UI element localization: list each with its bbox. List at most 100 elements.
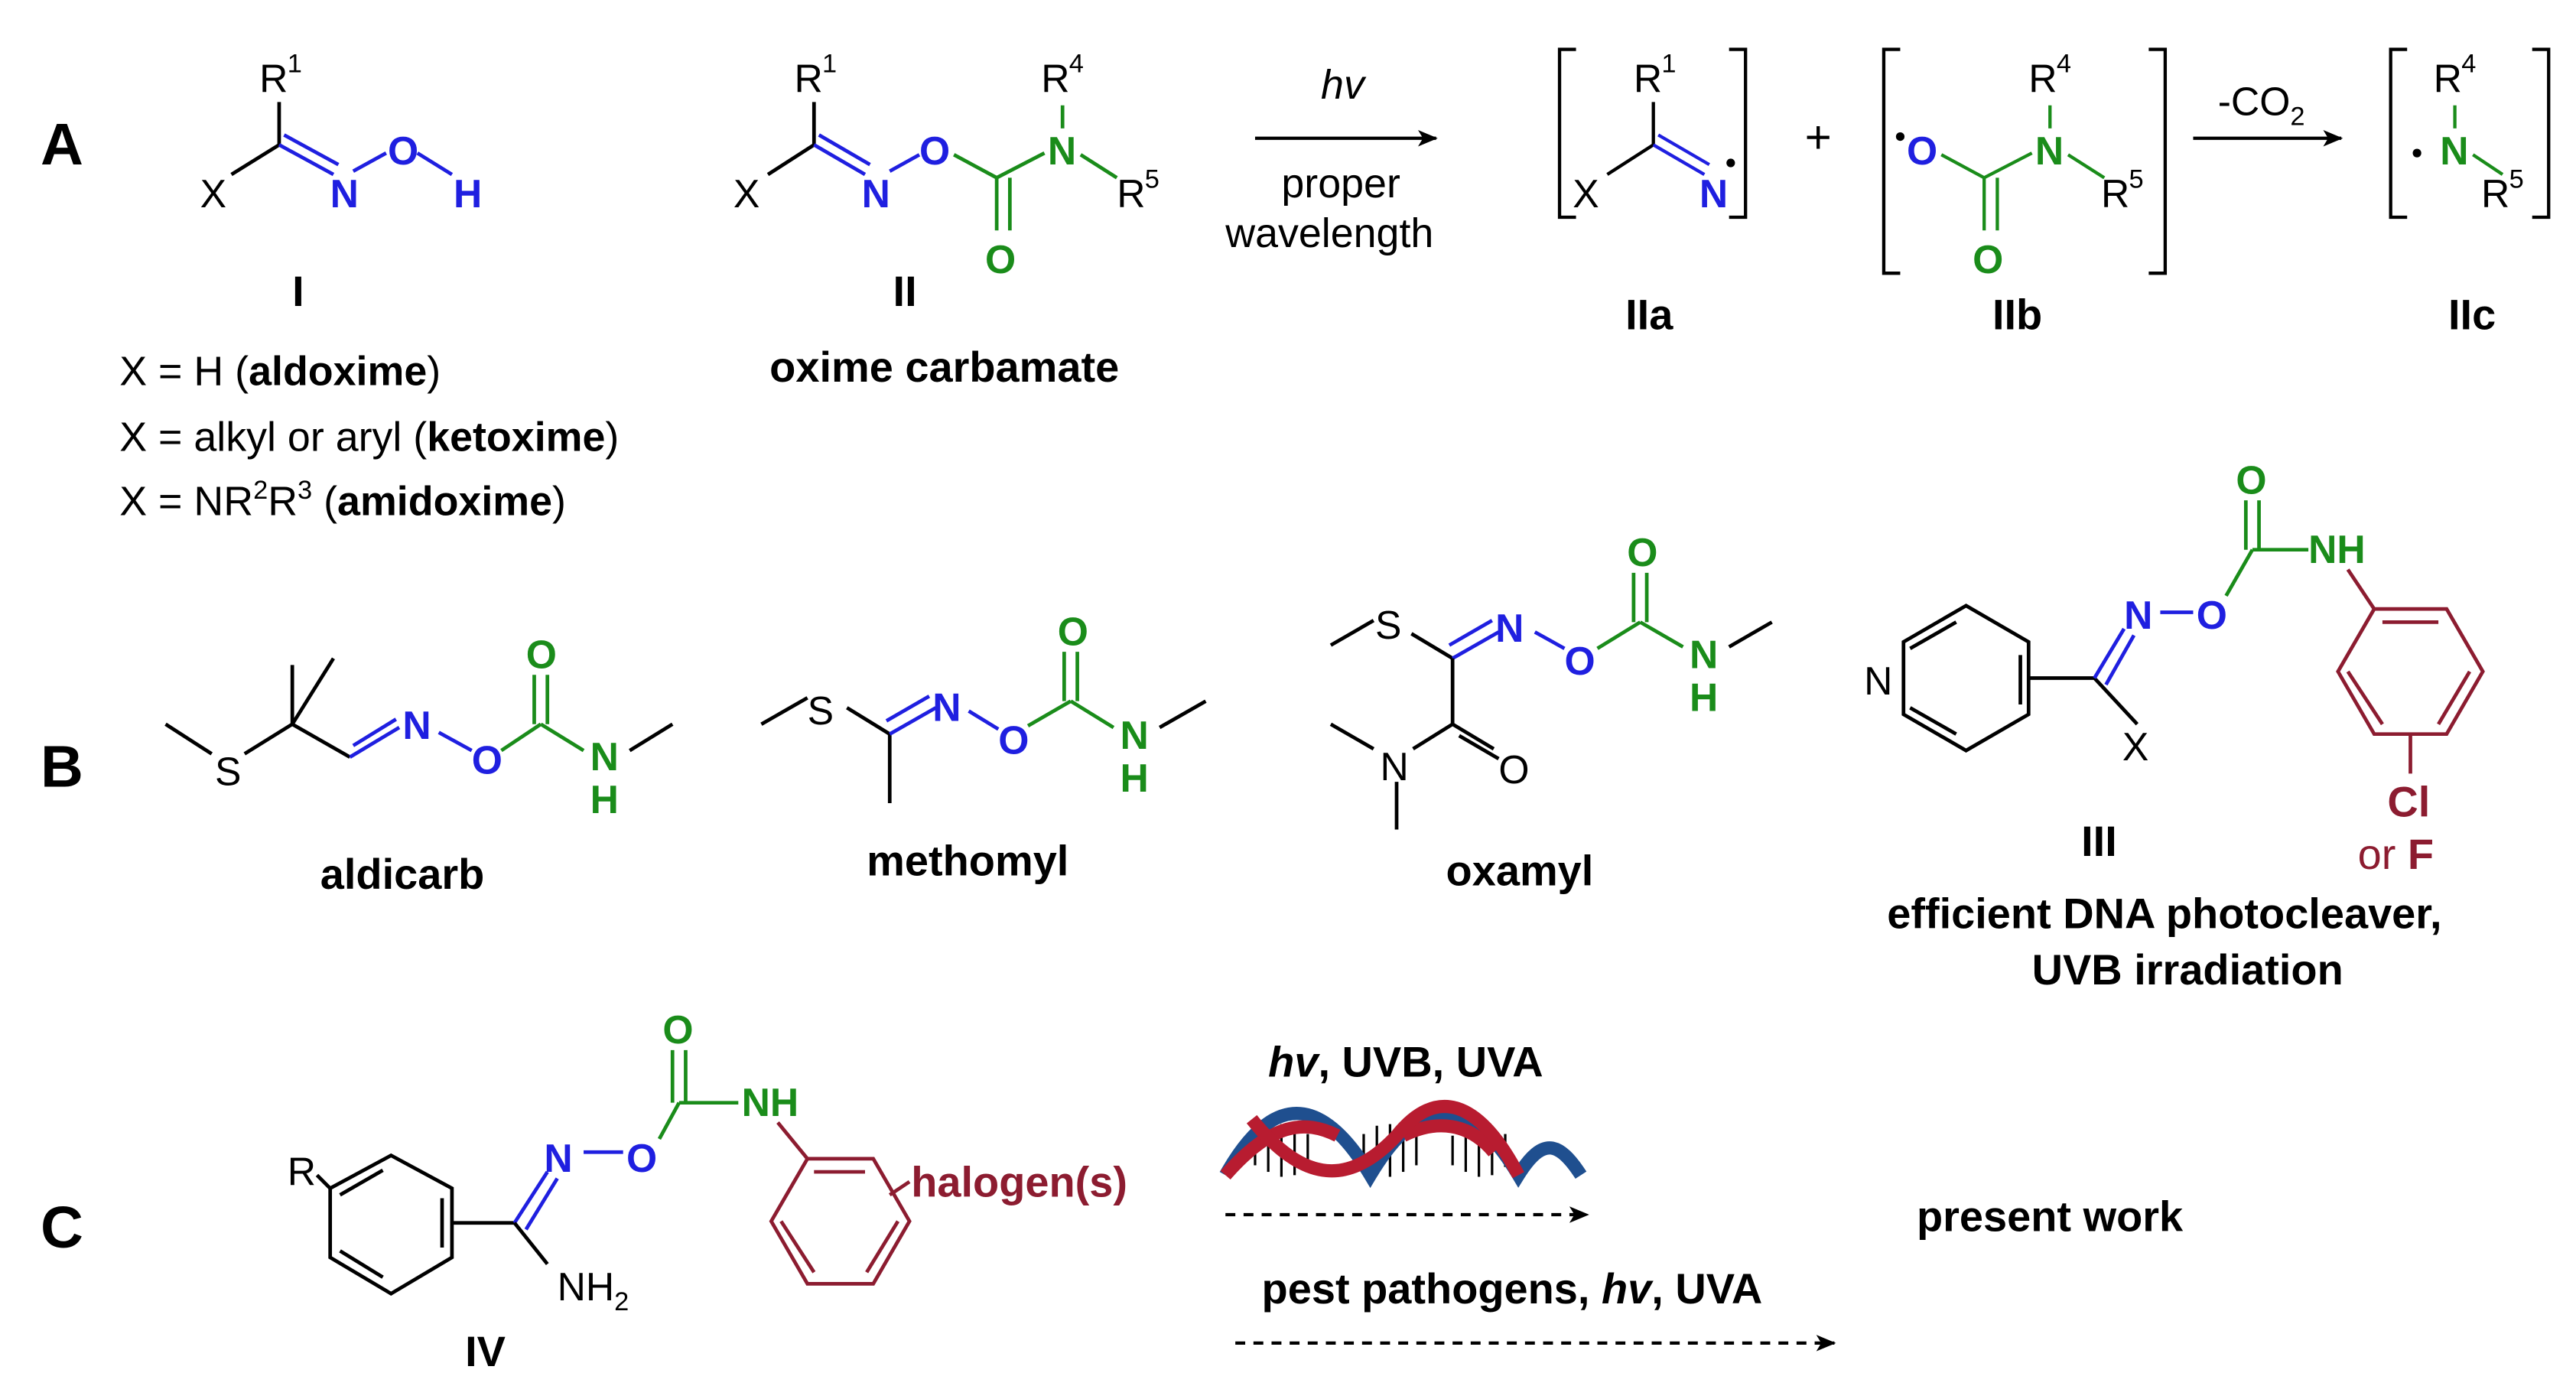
III-Cl: Cl bbox=[2387, 777, 2430, 825]
structure-methomyl bbox=[760, 652, 1207, 804]
aldicarb-N: N bbox=[402, 703, 431, 747]
structure-aldicarb bbox=[164, 657, 674, 759]
II-R5-sup: 5 bbox=[1145, 164, 1160, 194]
IIc-R5: R bbox=[2481, 171, 2509, 216]
structure-II bbox=[766, 102, 1118, 231]
IV-halogen: halogen(s) bbox=[911, 1157, 1127, 1205]
x-definition-amidoxime: X = NR2R3 (amidoxime) bbox=[119, 476, 566, 525]
label-IV: IV bbox=[465, 1327, 506, 1375]
arrow2-condition: pest pathogens, hv, UVA bbox=[1262, 1264, 1763, 1313]
oxamyl-O: O bbox=[1564, 639, 1595, 683]
label-IIc: IIc bbox=[2448, 290, 2496, 338]
structure-I bbox=[230, 102, 454, 177]
IIc-N: N bbox=[2440, 129, 2468, 173]
label-I: I bbox=[292, 267, 304, 315]
oxamyl-H: H bbox=[1690, 675, 1718, 720]
label-II: II bbox=[893, 267, 917, 315]
label-III: III bbox=[2081, 817, 2117, 865]
II-X: X bbox=[733, 171, 759, 216]
aldicarb-O-carbonyl: O bbox=[526, 633, 557, 677]
III-NH: NH bbox=[2308, 527, 2366, 571]
IV-O: O bbox=[626, 1136, 657, 1180]
plus-sign: + bbox=[1805, 111, 1832, 163]
structure-III bbox=[1901, 500, 2485, 774]
panel-label-a: A bbox=[41, 112, 83, 177]
II-N-amide: N bbox=[1048, 129, 1076, 173]
bracket-IIc bbox=[2389, 47, 2551, 220]
I-R: R bbox=[259, 56, 288, 100]
IIb-R5-sup: 5 bbox=[2129, 164, 2144, 194]
III-N: N bbox=[2124, 593, 2152, 637]
photolysis-condition-2: wavelength bbox=[1225, 210, 1433, 256]
dna-helix-icon bbox=[1219, 1099, 1587, 1189]
II-R1-sup: 1 bbox=[822, 50, 837, 79]
III-X: X bbox=[2122, 724, 2148, 769]
aldicarb-S: S bbox=[215, 749, 241, 793]
II-R5: R bbox=[1117, 171, 1145, 216]
I-X: X bbox=[200, 171, 226, 216]
caption-oxamyl: oxamyl bbox=[1446, 847, 1594, 895]
II-O-carbonyl: O bbox=[985, 237, 1016, 281]
II-R4: R bbox=[1041, 56, 1069, 100]
IIa-X: X bbox=[1573, 171, 1599, 216]
oxamyl-N-dimethyl: N bbox=[1380, 744, 1408, 789]
methomyl-S: S bbox=[808, 688, 834, 733]
label-IIa: IIa bbox=[1625, 290, 1673, 338]
IIa-R1: R bbox=[1634, 56, 1662, 100]
caption-aldicarb: aldicarb bbox=[320, 850, 485, 898]
IIc-radical-dot bbox=[2412, 148, 2422, 158]
methomyl-N: N bbox=[932, 685, 961, 729]
photolysis-condition-1: proper bbox=[1281, 161, 1400, 207]
aldicarb-H: H bbox=[590, 777, 619, 822]
caption-methomyl: methomyl bbox=[867, 837, 1068, 885]
decarboxylation-label: -CO2 bbox=[2218, 80, 2305, 132]
IIc-R4-sup: 4 bbox=[2461, 50, 2476, 79]
IIb-O-carbonyl: O bbox=[1973, 237, 2003, 281]
label-IIb: IIb bbox=[1992, 290, 2042, 338]
caption-III-line1: efficient DNA photocleaver, bbox=[1887, 890, 2441, 938]
I-O: O bbox=[388, 129, 418, 173]
IV-N: N bbox=[544, 1136, 572, 1180]
II-N-oxime: N bbox=[862, 171, 890, 216]
caption-III-line2: UVB irradiation bbox=[2032, 945, 2343, 994]
IIc-R4: R bbox=[2434, 56, 2462, 100]
I-N: N bbox=[330, 171, 359, 216]
panel-label-c: C bbox=[41, 1195, 83, 1261]
IIb-R4-sup: 4 bbox=[2057, 50, 2071, 79]
arrow1-condition: hv, UVB, UVA bbox=[1268, 1037, 1543, 1085]
oxamyl-N-amide: N bbox=[1690, 633, 1718, 677]
IIb-O-radical: O bbox=[1907, 129, 1937, 173]
present-work: present work bbox=[1917, 1192, 2184, 1241]
aldicarb-N-amide: N bbox=[590, 734, 619, 779]
oxamyl-O-carbonyl: O bbox=[1627, 530, 1657, 574]
IIb-R5: R bbox=[2101, 171, 2129, 216]
methomyl-O: O bbox=[998, 718, 1029, 763]
structure-IV bbox=[315, 1049, 912, 1297]
IIa-radical-dot bbox=[1726, 158, 1735, 168]
methomyl-O-carbonyl: O bbox=[1058, 609, 1088, 653]
oxamyl-S: S bbox=[1375, 603, 1401, 647]
methomyl-H: H bbox=[1120, 756, 1149, 800]
I-H: H bbox=[454, 171, 482, 216]
IIb-R4: R bbox=[2028, 56, 2057, 100]
IIb-radical-dot bbox=[1895, 132, 1905, 142]
IV-O-carbonyl: O bbox=[662, 1007, 693, 1052]
IIb-N: N bbox=[2035, 129, 2064, 173]
IV-NH2: NH2 bbox=[558, 1264, 629, 1316]
photolysis-hv: hv bbox=[1321, 62, 1367, 108]
IIa-N: N bbox=[1699, 171, 1728, 216]
methomyl-N-amide: N bbox=[1120, 713, 1149, 757]
I-R-sup: 1 bbox=[288, 50, 302, 79]
II-R4-sup: 4 bbox=[1069, 50, 1084, 79]
caption-oxime-carbamate: oxime carbamate bbox=[769, 343, 1119, 391]
aldicarb-O: O bbox=[472, 737, 503, 782]
oxamyl-O-amide: O bbox=[1498, 747, 1529, 792]
II-R1: R bbox=[794, 56, 822, 100]
II-O-ester: O bbox=[919, 129, 950, 173]
x-definition-ketoxime: X = alkyl or aryl (ketoxime) bbox=[119, 415, 619, 460]
IIa-R1-sup: 1 bbox=[1661, 50, 1676, 79]
IIc-R5-sup: 5 bbox=[2509, 164, 2524, 194]
bracket-IIa bbox=[1557, 47, 1748, 220]
III-O-carbonyl: O bbox=[2236, 458, 2266, 503]
oxamyl-N: N bbox=[1495, 606, 1524, 650]
